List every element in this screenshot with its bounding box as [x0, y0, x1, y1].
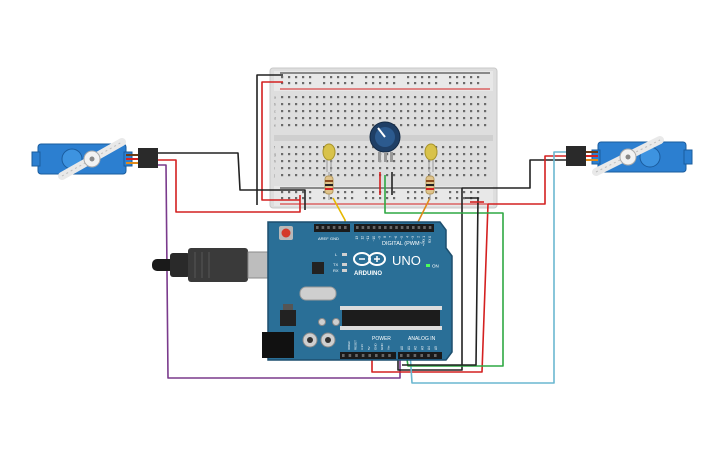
digital-pin-label: 4: [405, 236, 409, 238]
wire-black-left-servo: [158, 152, 306, 210]
wire-red-right-servo: [371, 155, 568, 373]
power-pin-label: 3.3V: [360, 344, 364, 350]
analog-pin-label: A2: [414, 346, 418, 350]
wire-black-top-rail: [256, 74, 283, 205]
header-analog: [398, 352, 442, 359]
breadboard-holes: [281, 76, 487, 200]
breadboard-row-label: j: [273, 174, 275, 178]
analog-pin-label: A1: [407, 346, 411, 350]
on-label: ON: [432, 264, 439, 269]
board-model: UNO: [392, 253, 421, 268]
digital-header-label: DIGITAL (PWM~): [382, 241, 425, 247]
potentiometer[interactable]: [369, 121, 401, 162]
right-servo-horn: [592, 136, 664, 176]
voltage-regulator: [280, 310, 296, 326]
power-pin-label: GND: [380, 343, 384, 351]
digital-pin-label: 8: [383, 236, 387, 238]
digital-pin-label: ~5: [400, 236, 404, 240]
power-led: [426, 264, 430, 267]
wire-green-pot: [384, 175, 504, 367]
crystal: [299, 286, 337, 301]
usb-chip: [312, 262, 324, 274]
resistor-left[interactable]: [324, 172, 334, 200]
atmega-chip: [340, 306, 442, 330]
usb-cable[interactable]: [152, 248, 279, 282]
power-pin-label: 5V: [367, 346, 371, 350]
analog-pin-label: A4: [427, 346, 431, 350]
breadboard-row-label: b: [274, 103, 276, 107]
tx-label: TX: [333, 262, 338, 267]
rx-label: RX: [333, 268, 339, 273]
analog-header-label: ANALOG IN: [408, 336, 436, 342]
resistor-right[interactable]: [425, 172, 435, 200]
tx-led: [342, 263, 347, 266]
digital-pin-label: RX 0: [428, 236, 432, 243]
digital-pin-label: ~9: [377, 236, 381, 240]
gnd-label: GND: [330, 236, 339, 241]
arduino-logo-text: ARDUINO: [354, 271, 382, 277]
header-top-left: [314, 224, 350, 232]
digital-pin-label: 13: [355, 236, 359, 240]
power-header-label: POWER: [372, 336, 391, 342]
breadboard-row-label: i: [274, 167, 275, 171]
power-pin-label: GND: [373, 343, 377, 351]
breadboard-row-label: c: [274, 110, 276, 114]
wire-red-top-rail: [261, 81, 300, 201]
digital-pin-label: ~11: [366, 236, 370, 241]
wire-lightblue-right-servo: [409, 151, 568, 384]
wire-black-right-servo: [397, 159, 568, 371]
digital-pin-label: ~3: [411, 236, 415, 240]
right-servo[interactable]: [566, 136, 693, 176]
led-right[interactable]: [424, 143, 438, 172]
header-power: [340, 352, 396, 359]
l-label: L: [335, 252, 338, 257]
l-led: [342, 253, 347, 256]
digital-pin-label: ~6: [394, 236, 398, 240]
digital-pin-label: 2: [417, 236, 421, 238]
left-servo[interactable]: [31, 138, 158, 180]
breadboard-row-label: a: [274, 96, 276, 100]
aref-label: AREF: [318, 236, 329, 241]
breadboard-row-label: e: [274, 124, 276, 128]
reset-button[interactable]: [281, 228, 291, 238]
wires: [158, 74, 568, 384]
arduino-logo-icon: [353, 252, 386, 266]
breadboard-row-label: d: [274, 117, 276, 121]
header-digital: [354, 224, 434, 232]
power-jack[interactable]: [262, 332, 294, 358]
breadboard-row-label: f: [274, 146, 275, 150]
led-left[interactable]: [322, 143, 336, 172]
analog-pin-label: A0: [400, 346, 404, 350]
power-pin-label: Vin: [387, 345, 391, 350]
wire-black-gnd: [402, 197, 479, 366]
digital-pin-label: ~10: [372, 236, 376, 242]
digital-pin-label: 12: [361, 236, 365, 240]
analog-pin-label: A5: [434, 346, 438, 350]
left-servo-horn: [58, 138, 126, 180]
breadboard-row-label: h: [274, 160, 276, 164]
digital-pin-label: TX 1: [422, 236, 426, 243]
power-pin-label: RESET: [354, 340, 358, 350]
rx-led: [342, 269, 347, 272]
digital-pin-label: 7: [389, 236, 393, 238]
wire-red-left-servo: [158, 159, 301, 213]
power-pin-label: IOREF: [347, 341, 351, 350]
breadboard-row-label: g: [274, 153, 276, 157]
analog-pin-label: A3: [420, 346, 424, 350]
